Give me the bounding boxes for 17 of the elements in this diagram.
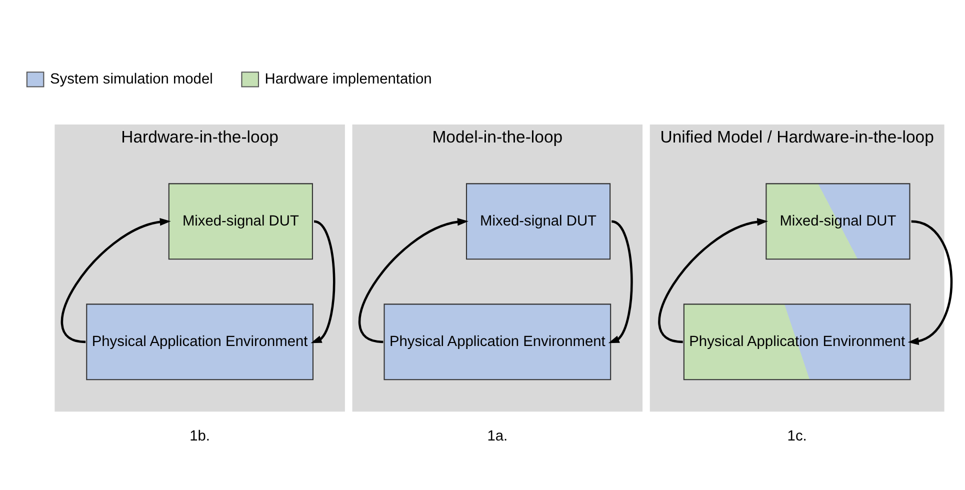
label: 1b. bbox=[189, 428, 210, 445]
legend-label: Hardware implementation bbox=[264, 71, 432, 88]
arrow bbox=[60, 218, 170, 344]
node-box: Physical Application Environment bbox=[383, 304, 611, 380]
node-box: Physical Application Environment bbox=[86, 304, 313, 380]
label: 1a. bbox=[486, 428, 508, 445]
arrow bbox=[658, 218, 768, 344]
arrow bbox=[310, 220, 335, 344]
arrow bbox=[358, 218, 468, 344]
node-box: Mixed-signal DUT bbox=[765, 183, 910, 260]
arrow bbox=[608, 220, 632, 344]
arrow bbox=[907, 220, 952, 346]
label: 1c. bbox=[786, 428, 806, 445]
node-box: Mixed-signal DUT bbox=[168, 183, 312, 260]
legend-label: System simulation model bbox=[49, 71, 212, 88]
node-box: Mixed-signal DUT bbox=[465, 183, 610, 260]
node-box: Physical Application Environment bbox=[682, 304, 910, 380]
